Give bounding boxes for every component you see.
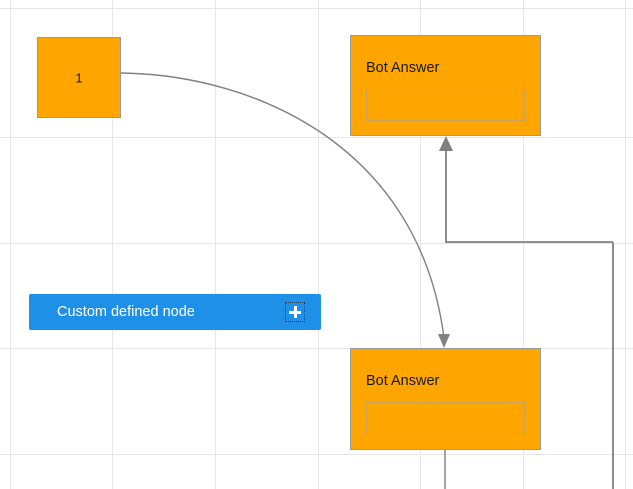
node-answer-slot[interactable] xyxy=(366,89,525,121)
node-title: Bot Answer xyxy=(366,60,440,76)
node-custom-defined-label: Custom defined node xyxy=(57,304,195,320)
down-arrowhead xyxy=(438,334,450,348)
node-custom-defined[interactable]: Custom defined node xyxy=(29,294,321,330)
node-title: Bot Answer xyxy=(366,373,440,389)
edge-loop-to-bot-answer-top[interactable] xyxy=(439,136,614,489)
node-bot-answer-bottom[interactable]: Bot Answer xyxy=(350,348,541,450)
node-answer-slot[interactable] xyxy=(366,402,525,434)
node-square-1[interactable]: 1 xyxy=(37,37,121,118)
node-bot-answer-top[interactable]: Bot Answer xyxy=(350,35,541,136)
up-arrowhead xyxy=(439,136,453,151)
edge-node1-to-bot-answer-bottom[interactable] xyxy=(120,72,450,348)
plus-icon[interactable] xyxy=(285,302,305,322)
node-square-label: 1 xyxy=(75,70,83,85)
